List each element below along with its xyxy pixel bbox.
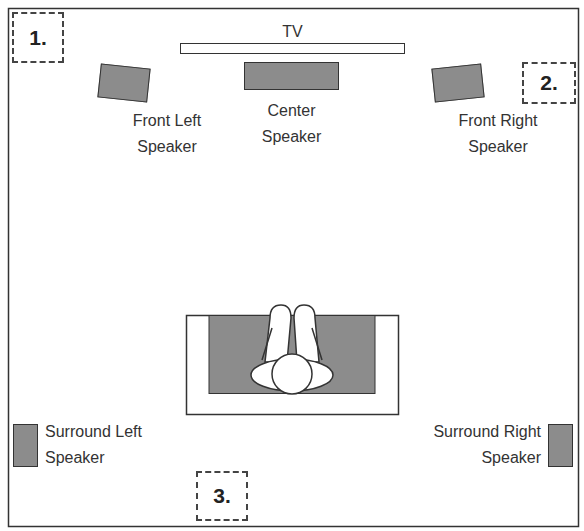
callout-box: 2. — [522, 62, 576, 104]
speaker-cabinet — [13, 424, 38, 467]
speaker-cabinet — [97, 63, 150, 102]
speaker: Surround Left Speaker — [13, 424, 38, 467]
speaker: Front Right Speaker — [433, 66, 483, 100]
speaker-label: Surround Right Speaker — [417, 419, 541, 471]
speaker: Front Left Speaker — [99, 66, 149, 100]
speaker: Surround Right Speaker — [548, 424, 573, 467]
couch — [187, 316, 399, 415]
callout-number: 2. — [540, 71, 558, 95]
speaker: Center Speaker — [244, 62, 339, 90]
callout-number: 3. — [213, 484, 231, 508]
callout-number: 1. — [29, 26, 47, 50]
room-outline — [9, 9, 579, 527]
speaker-cabinet — [431, 63, 484, 102]
tv-panel — [180, 43, 405, 54]
speaker-cabinet — [548, 424, 573, 467]
tv-screen: TV — [180, 43, 405, 54]
callout-box: 1. — [12, 12, 64, 63]
speaker-label: Center Speaker — [254, 98, 330, 150]
speaker-label: Front Right Speaker — [448, 108, 548, 160]
speaker-label: Surround Left Speaker — [45, 419, 163, 471]
tv-label: TV — [263, 21, 323, 43]
callout-box: 3. — [196, 471, 248, 521]
speaker-cabinet — [244, 62, 339, 90]
seated-person — [251, 305, 333, 394]
speaker-label: Front Left Speaker — [119, 108, 215, 160]
